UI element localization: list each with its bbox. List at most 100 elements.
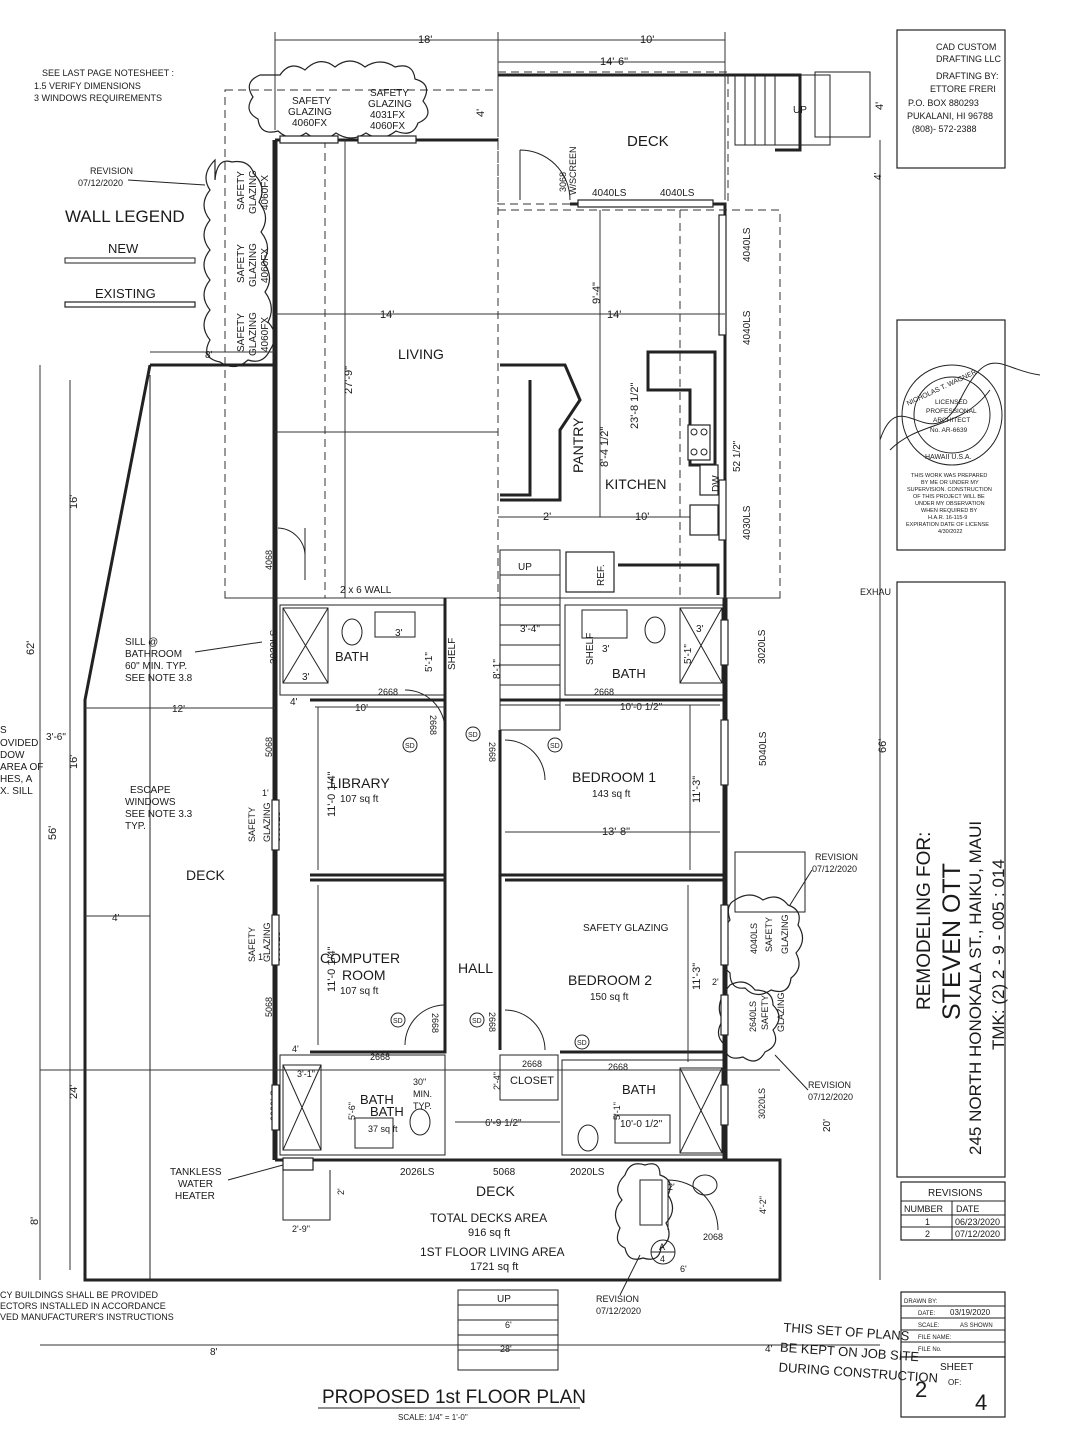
sd-bedroom2: SD: [577, 1040, 587, 1047]
dim-2-9: 2'-9": [292, 1224, 310, 1234]
library-area: 107 sq ft: [340, 794, 379, 805]
file-no-label: FILE No.: [918, 1347, 942, 1353]
dim-52: 52 1/2": [732, 440, 743, 472]
bedroom2-area: 150 sq ft: [590, 992, 629, 1003]
door-4068-living: [277, 527, 306, 580]
stair-up-center: UP: [518, 562, 532, 573]
room-deck-left: DECK: [186, 867, 226, 883]
room-bath-4: BATH: [622, 1082, 656, 1097]
deck-left-rail: [39, 365, 71, 1280]
door-screen-label: W/SCREEN: [568, 146, 578, 195]
dim-56ft: 56': [47, 826, 59, 840]
revision-row-2-number: 2: [925, 1229, 930, 1239]
library-walls: [310, 698, 447, 877]
room-deck-bottom: DECK: [476, 1183, 516, 1199]
tankless-3: HEATER: [175, 1191, 215, 1202]
project-box: [896, 581, 1006, 1178]
window-4060fx-top-2: 4060FX: [370, 121, 405, 132]
dim-3ft-bath1: 3': [395, 628, 403, 639]
sd-hall-2: SD: [472, 1018, 482, 1025]
glazing-west-3: GLAZING: [248, 312, 259, 356]
toilet-top-left: [341, 618, 363, 646]
door-2668-bath1: [404, 689, 446, 735]
safety-west-1: SAFETY: [236, 171, 247, 210]
firm-box: [896, 29, 1006, 169]
kitchen-north-window: [577, 199, 714, 208]
seal-arc-bottom: HAWAII U.S.A.: [925, 454, 972, 461]
landing-top-right: [814, 71, 871, 138]
stair-center-treads: [500, 574, 560, 706]
window-4060fx-top: 4060FX: [292, 118, 327, 129]
smoke-detector-computer: [390, 1012, 406, 1028]
dim-2ft-kitchen: 2': [543, 511, 551, 523]
stamp-note-2: BY ME OR UNDER MY: [921, 480, 979, 486]
project-tmk: TMK: (2) 2 - 9 - 005 : 014: [989, 859, 1008, 1050]
dim-1ft-computer: 1': [258, 952, 265, 962]
safety-west-2: SAFETY: [236, 244, 247, 283]
kitchen-sink: [689, 504, 719, 536]
sink-top-right: [581, 609, 628, 639]
firm-city: PUKALANI, HI 96788: [907, 111, 993, 121]
dim-4-2: 4'-2": [758, 1196, 768, 1214]
firm-name-1: CAD CUSTOM: [936, 42, 996, 52]
door-3068-deck: [519, 149, 571, 201]
sill-note-leader: [194, 641, 263, 653]
label-ref: REF.: [596, 564, 607, 586]
dim-3ft-bath2: 3': [602, 644, 610, 655]
room-bath-1: BATH: [335, 649, 369, 664]
bath-top-left: [279, 604, 446, 696]
revision-row-1-date: 06/23/2020: [955, 1217, 1000, 1227]
dim-4ft-left-deck: 4': [112, 913, 120, 924]
safety-library: SAFETY: [247, 807, 257, 842]
dim-2-4: 2'-4": [492, 1072, 502, 1090]
bath-area-37: 37 sq ft: [368, 1124, 398, 1134]
sd-library: SD: [405, 743, 415, 750]
dim-11-3-bedroom2: 11'-3": [691, 963, 703, 990]
room-computer-2: ROOM: [342, 967, 386, 983]
firm-drafter: ETTORE FRERI: [930, 84, 996, 94]
dim-3ft-bath1b: 3': [302, 672, 310, 683]
window-4040ls-1: 4040LS: [592, 188, 627, 199]
dim-8-4: 8'-4 1/2": [599, 427, 611, 467]
door-4068: 4068: [264, 550, 274, 570]
revision-leader-topleft: [127, 179, 206, 186]
room-closet: CLOSET: [510, 1075, 554, 1087]
glazing-library: GLAZING: [262, 802, 272, 842]
smoke-detector-bedroom2: [574, 1034, 590, 1050]
dim-4ft-bath3: 4': [292, 1044, 299, 1054]
cut-left-5: HES, A: [0, 774, 33, 785]
dim-2ft-deck: 2': [336, 1188, 346, 1195]
revision-cloud-living-top: [248, 60, 429, 140]
total-decks-value: 916 sq ft: [468, 1227, 510, 1239]
dim-6ft-outdoor: 6': [680, 1264, 687, 1274]
revision-date-topleft: 07/12/2020: [78, 178, 123, 188]
room-computer-1: COMPUTER: [320, 950, 400, 966]
heater-door: [282, 1170, 331, 1221]
dishwasher: [699, 464, 719, 496]
kitchen-counter-2: [618, 563, 720, 595]
stamp-note-8: EXPIRATION DATE OF LICENSE: [906, 522, 989, 528]
window-2020ls: 2020LS: [570, 1167, 605, 1178]
legend-new-label: NEW: [108, 241, 139, 256]
smoke-detector-hall-1: [465, 726, 481, 742]
dim-18ft: 18': [418, 34, 432, 46]
room-bedroom2: BEDROOM 2: [568, 972, 652, 988]
dim-23-8: 23'-8 1/2": [629, 383, 641, 429]
room-kitchen: KITCHEN: [605, 476, 666, 492]
stamp-note-4: OF THIS PROJECT WILL BE: [913, 494, 985, 500]
bath3-window: [271, 1084, 280, 1131]
dim-8ft-bottom: 8': [210, 1347, 218, 1358]
dim-3-4: 3'-4": [520, 624, 540, 635]
stair-top-right: [734, 74, 831, 146]
sd-hall-1: SD: [468, 732, 478, 739]
sill-note-4: SEE NOTE 3.8: [125, 673, 193, 684]
computer-room-walls: [310, 878, 447, 1054]
deck-landing-east: [734, 851, 806, 913]
cut-left-6: X. SILL: [0, 786, 33, 797]
window-top-2: [357, 135, 417, 144]
bedroom1-window: [720, 719, 729, 786]
revision-date-low: 07/12/2020: [808, 1092, 853, 1102]
legend-new-swatch: [64, 257, 196, 264]
door-2668-closet: 2668: [522, 1059, 542, 1069]
date-label: DATE:: [918, 1311, 936, 1317]
